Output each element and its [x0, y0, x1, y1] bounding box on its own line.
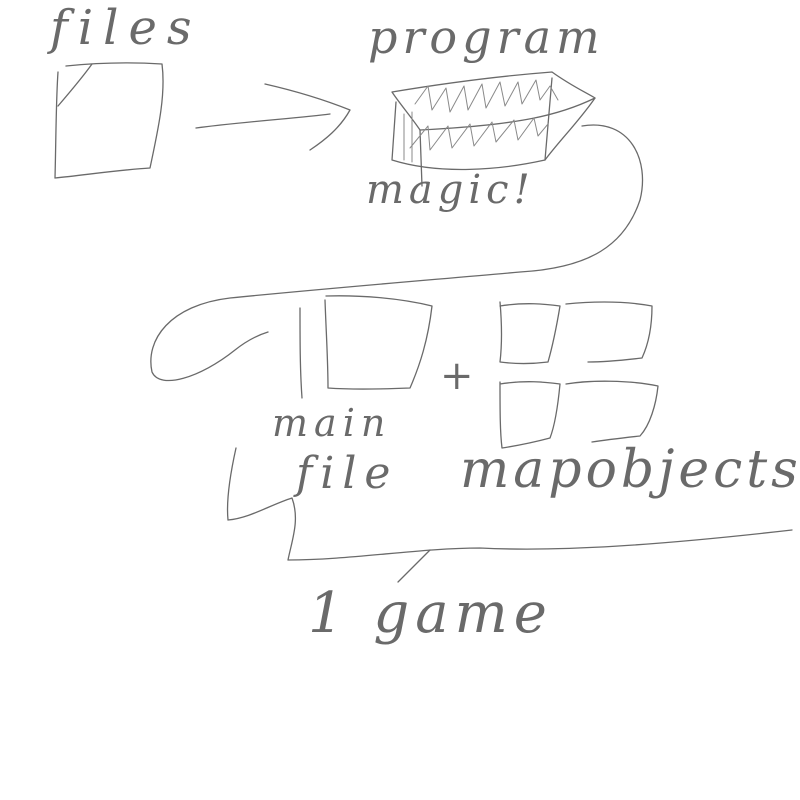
program-label: program [368, 10, 605, 64]
group-bracket [226, 447, 793, 561]
main-file-box [299, 295, 433, 399]
files-box [54, 62, 164, 179]
program-box-side [419, 97, 596, 187]
mapobjects-label: mapobjects [460, 440, 800, 500]
bracket-tick [397, 549, 431, 583]
program-box-hatch-low [403, 111, 413, 163]
program-box-hatch-mid [409, 117, 549, 151]
magic-label: magic! [366, 167, 535, 213]
arrow-head [264, 83, 351, 151]
mapobject-box-2 [565, 301, 653, 363]
program-box [391, 71, 596, 131]
flow-connector [150, 124, 644, 382]
game-label: 1 game [308, 581, 553, 646]
program-box-front [391, 77, 553, 171]
mapobject-box-1 [499, 301, 561, 365]
arrow-to-program [195, 113, 331, 129]
mapobject-box-3 [499, 381, 561, 449]
files-box-fold [57, 63, 93, 107]
mapobject-box-4 [565, 380, 659, 443]
plus-sign: + [440, 353, 480, 399]
main-label: main [272, 401, 392, 445]
file-label: file [296, 448, 399, 499]
program-box-hatch-top [414, 79, 559, 113]
files-label: files [50, 0, 202, 56]
